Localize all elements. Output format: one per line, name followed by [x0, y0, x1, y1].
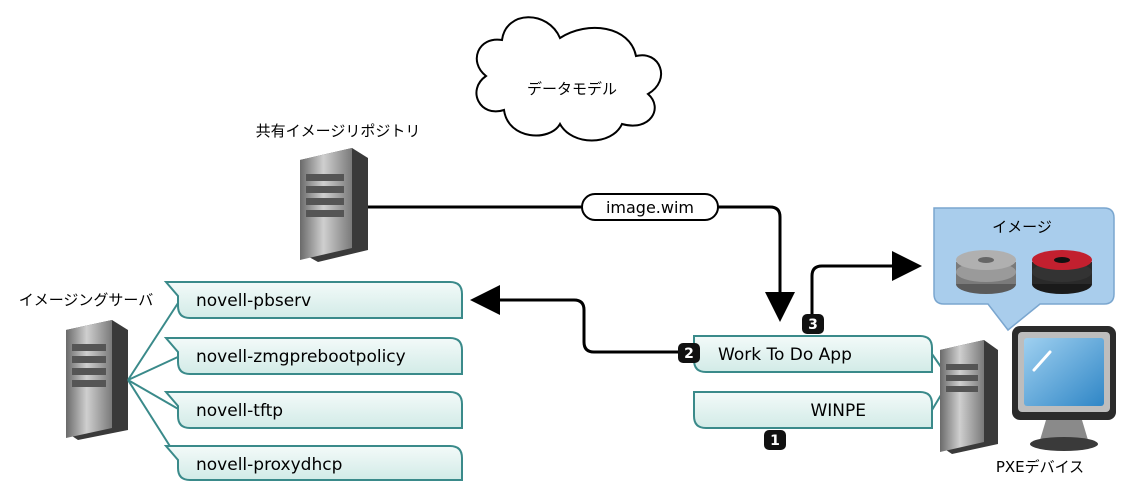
monitor-icon: [1012, 326, 1116, 451]
red-disk-icon: [1032, 250, 1092, 294]
service-box: novell-pbserv: [163, 281, 463, 319]
data-model-cloud: データモデル: [475, 16, 663, 142]
svg-text:2: 2: [684, 346, 694, 362]
service-label: novell-zmgprebootpolicy: [196, 347, 406, 367]
service-label: novell-pbserv: [196, 291, 311, 311]
app-label: WINPE: [810, 401, 866, 421]
app-box-winpe: WINPE: [693, 391, 933, 429]
service-connectors: [127, 299, 181, 463]
shared-repo-server-icon: [300, 148, 368, 262]
pxe-tower-icon: [940, 340, 998, 454]
service-box: novell-proxydhcp: [163, 445, 463, 481]
svg-text:1: 1: [770, 433, 780, 449]
app-label: Work To Do App: [718, 345, 852, 365]
imaging-server-icon: [66, 320, 128, 440]
service-label: novell-tftp: [196, 401, 283, 421]
service-label: novell-proxydhcp: [196, 455, 342, 475]
shared-repo-label: 共有イメージリポジトリ: [256, 122, 421, 140]
step-badge-3: 3: [802, 314, 824, 334]
cloud-label: データモデル: [527, 80, 617, 98]
image-wim-pill: image.wim: [581, 193, 719, 221]
image-wim-label: image.wim: [606, 198, 694, 217]
step-badge-2: 2: [678, 343, 700, 363]
service-box: novell-tftp: [163, 391, 463, 429]
step-badge-1: 1: [764, 430, 786, 450]
service-box: novell-zmgprebootpolicy: [163, 337, 463, 375]
imaging-server-label: イメージングサーバ: [19, 291, 154, 309]
pxe-device-label: PXEデバイス: [996, 458, 1084, 476]
gray-disk-icon: [956, 250, 1016, 294]
images-panel-label: イメージ: [992, 218, 1052, 236]
images-panel: イメージ: [933, 207, 1115, 332]
app-box-work-to-do: Work To Do App: [693, 335, 933, 373]
svg-text:3: 3: [808, 317, 818, 333]
